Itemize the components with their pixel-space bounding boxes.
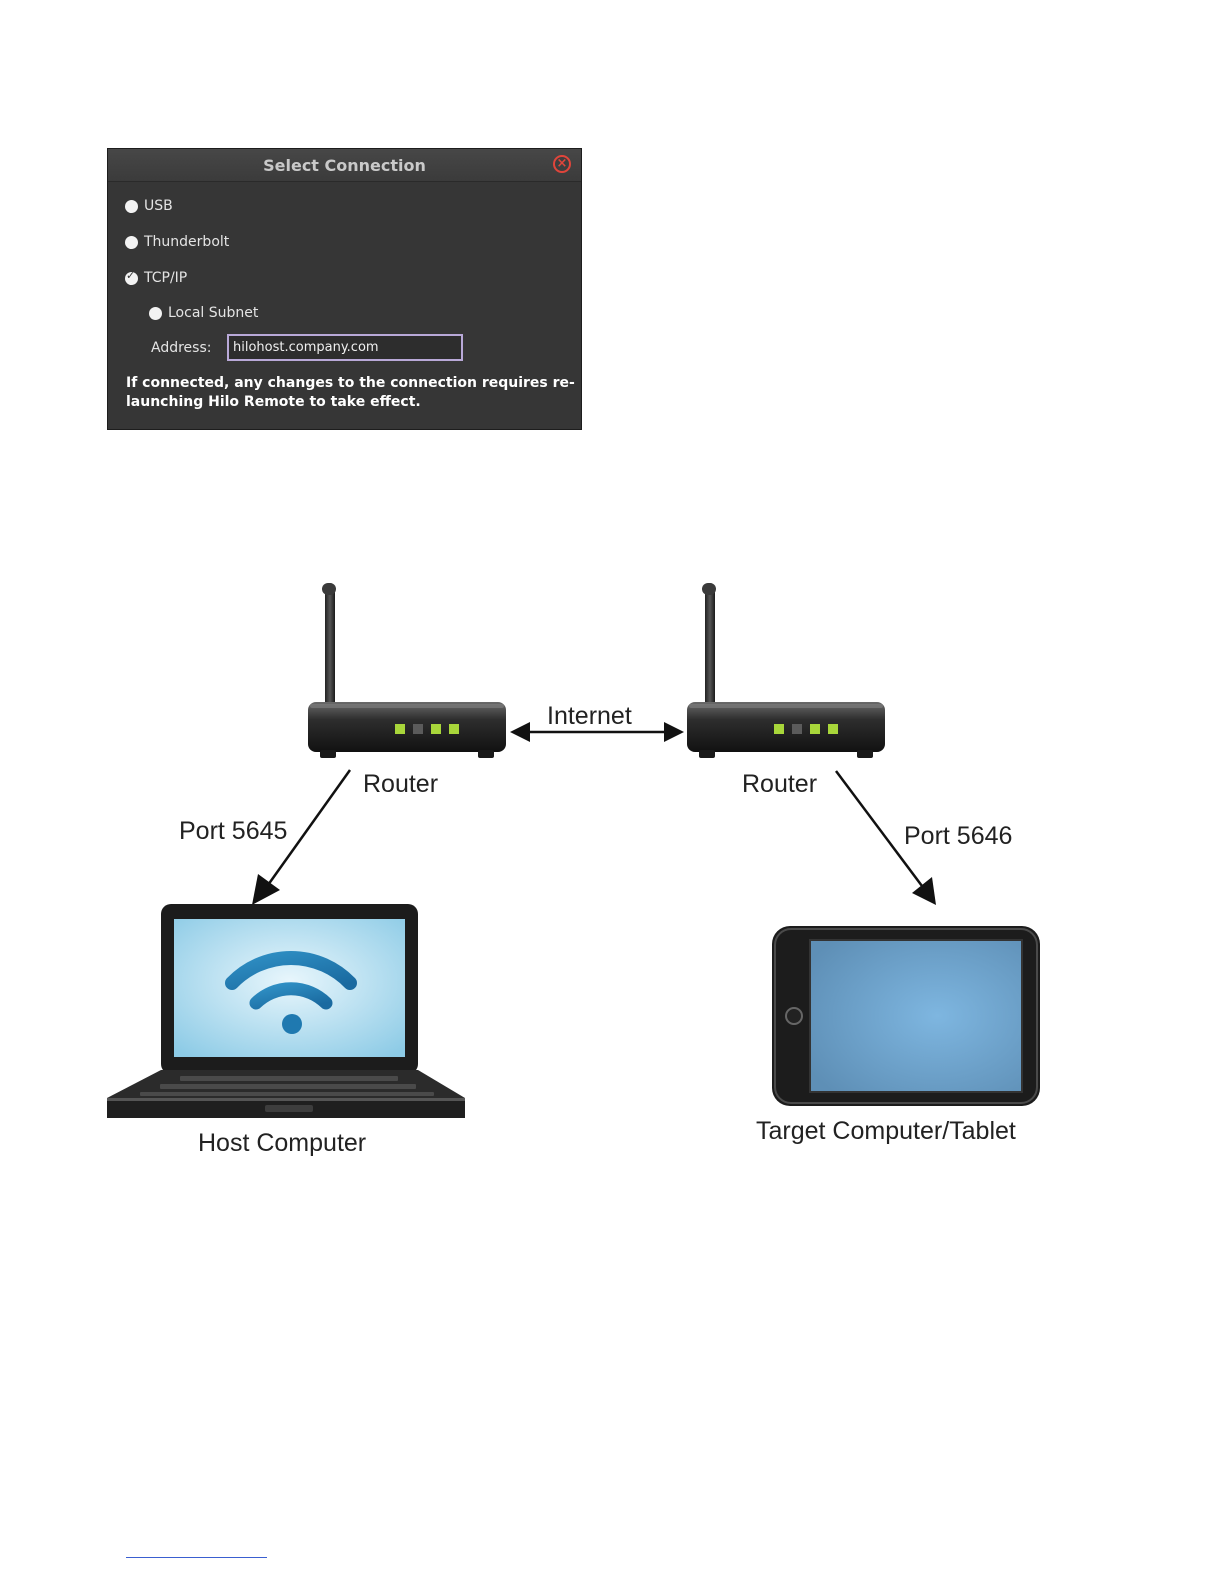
host-computer-label: Host Computer — [198, 1129, 366, 1158]
footnote-rule — [126, 1557, 267, 1558]
laptop-icon — [107, 904, 465, 1118]
internet-label: Internet — [547, 702, 632, 731]
target-computer-label: Target Computer/Tablet — [756, 1117, 1016, 1146]
router-right-icon — [687, 583, 885, 758]
port-right-label: Port 5646 — [904, 822, 1012, 851]
port-left-label: Port 5645 — [179, 817, 287, 846]
router-right-label: Router — [742, 770, 817, 799]
wifi-dot-icon — [282, 1014, 302, 1034]
router-left-icon — [308, 583, 506, 758]
tablet-icon — [772, 926, 1040, 1106]
router-left-label: Router — [363, 770, 438, 799]
